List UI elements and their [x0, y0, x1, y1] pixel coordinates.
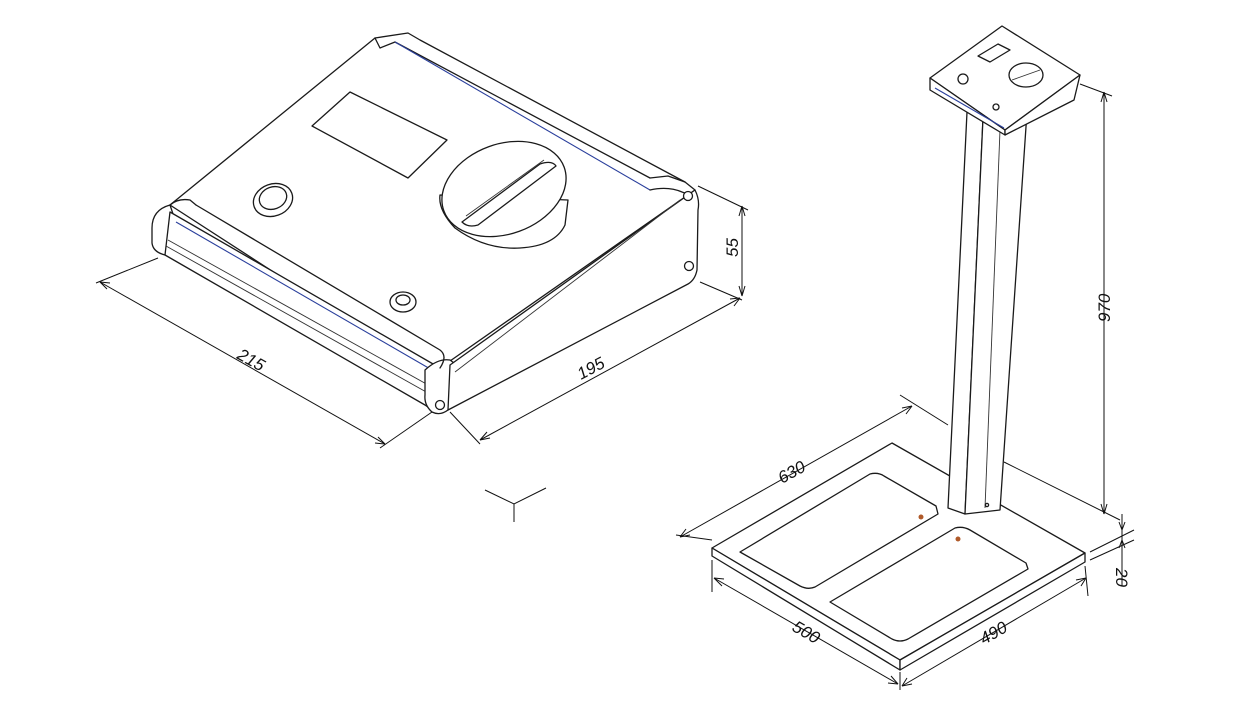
dim-depth-195: 195 — [574, 353, 608, 383]
dim-platform-thickness-20: 20 — [1112, 567, 1131, 587]
head-unit — [929, 25, 1081, 136]
right-foot-plate — [829, 526, 1029, 642]
right-electrode-marker — [955, 536, 961, 542]
rotary-knob — [439, 140, 569, 249]
connector-jack — [389, 291, 417, 313]
left-electrode-marker — [918, 514, 924, 520]
dim-platform-depth-630: 630 — [775, 457, 809, 488]
screw — [682, 190, 694, 202]
power-button — [252, 182, 294, 218]
platform-base-side — [899, 552, 1086, 671]
dim-height-55: 55 — [723, 238, 742, 257]
blue-edge-front — [175, 221, 433, 371]
platform-stand-drawing — [711, 25, 1086, 671]
control-unit-side-face — [447, 189, 700, 411]
left-foot-plate — [739, 472, 939, 589]
dim-total-height-970: 970 — [1095, 293, 1114, 322]
blue-edge-back — [394, 41, 651, 191]
display-window — [311, 91, 448, 179]
screw — [434, 399, 446, 411]
control-unit-drawing — [151, 32, 700, 415]
screw — [683, 260, 695, 272]
dim-platform-width-500: 500 — [789, 617, 824, 648]
dim-width-215: 215 — [233, 344, 268, 375]
